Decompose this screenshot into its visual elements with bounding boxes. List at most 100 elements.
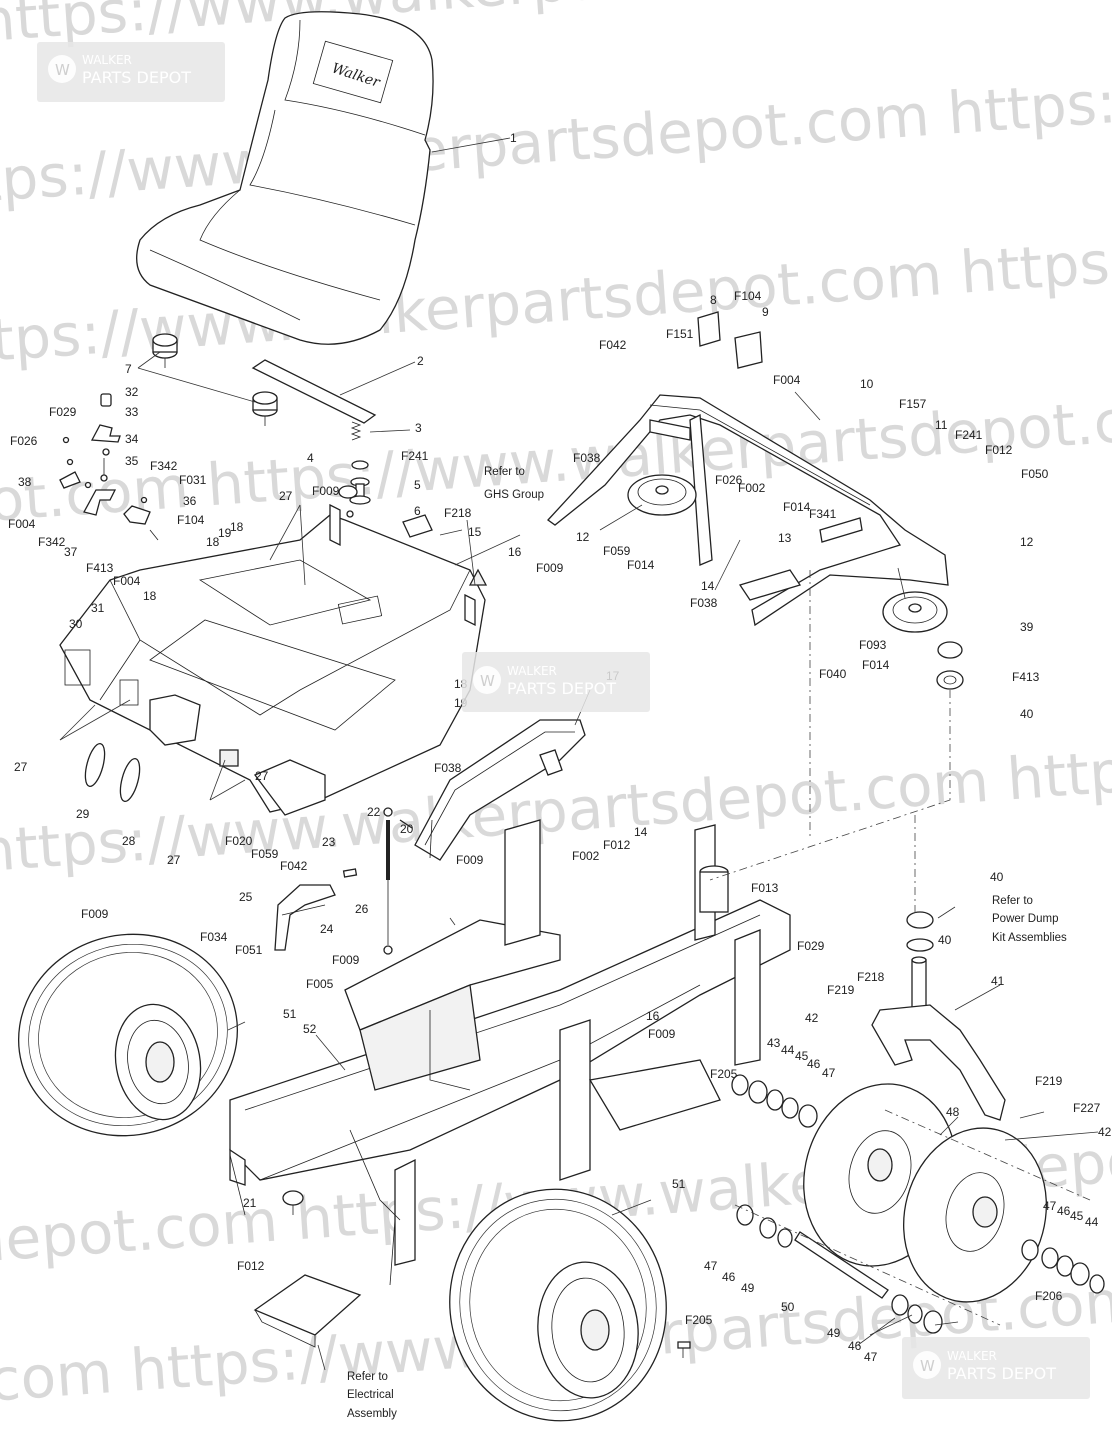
callout-10: 10 [860,377,874,391]
callout-31: 31 [91,601,105,615]
callout-22: 22 [367,805,381,819]
drive-tire-right [449,1188,667,1422]
callout-51: 51 [283,1007,297,1021]
callout-18: 18 [230,520,244,534]
callout-F218: F218 [857,970,885,984]
caster-frame [547,311,949,627]
callout-F042: F042 [599,338,627,352]
callout-15: 15 [468,525,482,539]
callout-27: 27 [14,760,28,774]
callout-F342: F413 [86,561,114,575]
note-power-dump-line2: Power Dump [992,913,1058,925]
note-electrical-line3: Assembly [347,1408,397,1420]
callout-18: 18 [143,589,157,603]
callout-49: 49 [741,1281,755,1295]
callout-F093: F104 [177,513,205,527]
callout-F205: F205 [710,1067,738,1081]
body-panel [59,503,488,816]
callout-F205: F206 [1035,1289,1063,1303]
callout-35: 35 [125,454,139,468]
seat: Walker [136,11,434,345]
callout-30: 30 [69,617,83,631]
idler-pulley-upper [627,474,697,516]
idler-pulley-lower [882,591,948,633]
callout-F104: F151 [666,327,694,341]
callout-F104: F104 [734,289,762,303]
callout-F227: F241 [401,449,429,463]
callout-47: 47 [822,1066,836,1080]
callout-34: 34 [125,432,139,446]
callout-46: 46 [722,1270,736,1284]
callout-18: 18 [206,535,220,549]
callout-47: 47 [1043,1199,1057,1213]
callout-F002: F002 [738,481,766,495]
misc-lower-parts [253,1190,691,1358]
callout-21: 21 [243,1196,257,1210]
callout-F009: F009 [332,953,360,967]
callout-40: 40 [990,870,1004,884]
assembly-lines [709,570,1091,1326]
callout-F031: F034 [200,930,228,944]
callout-44: 44 [781,1043,795,1057]
callout-F059: F093 [859,638,887,652]
brand-badge-top-left: W WALKER PARTS DEPOT [37,42,225,102]
callout-F029: F029 [49,405,77,419]
callout-F004: F004 [773,373,801,387]
callout-labels-extra: 27 40 F012 [237,769,952,1273]
callout-46: 46 [1057,1204,1071,1218]
callout-F042: F050 [1021,467,1049,481]
callout-12: 12 [1020,535,1034,549]
callout-F034: F038 [434,761,462,775]
callout-F218: F219 [1035,1074,1063,1088]
callout-7: 7 [125,362,132,376]
callout-12: 12 [576,530,590,544]
gas-spring [274,807,413,955]
bearing-set [906,641,964,952]
callout-2: 2 [417,354,424,368]
svg-text:W: W [55,61,70,79]
callout-29: 29 [76,807,90,821]
callout-F013: F014 [783,500,811,514]
callout-labels: 1 2 3 4 5 6 7 8 9 10 11 12 12 13 14 14 1… [8,131,1112,1364]
callout-43: 43 [767,1036,781,1050]
callout-F029: F031 [179,473,207,487]
seat-strap [152,333,377,426]
callout-40: 40 [1020,707,1034,721]
callout-F026: F029 [797,939,825,953]
badge-top-text: WALKER [82,53,132,67]
callout-16: 16 [508,545,522,559]
callout-F341: F342 [150,459,178,473]
callout-F002: F002 [572,849,600,863]
callout-F009: F009 [648,1027,676,1041]
svg-text:W: W [480,672,495,690]
callout-44: 44 [1085,1215,1099,1229]
callout-F004: F004 [113,574,141,588]
svg-text:W: W [920,1357,935,1375]
callout-27: 27 [279,489,293,503]
main-frame [229,819,791,1286]
callout-F009: F009 [81,907,109,921]
callout-45: 45 [1070,1209,1084,1223]
callout-20: 20 [400,822,414,836]
callout-F005: F005 [306,977,334,991]
callout-26: 26 [355,902,369,916]
brand-badge-center: W WALKER PARTS DEPOT [462,652,650,712]
callout-F219: F227 [1073,1101,1101,1115]
note-electrical-line1: Refer to [347,1371,388,1383]
callout-F051: F059 [251,847,279,861]
callout-F050: F051 [235,943,263,957]
callout-F009: F012 [237,1259,265,1273]
callout-50: 50 [781,1300,795,1314]
callout-23: 23 [322,835,336,849]
callout-19: 19 [218,526,232,540]
callout-F012: F013 [751,881,779,895]
badge-top-text: WALKER [507,664,557,678]
callout-13: 13 [778,531,792,545]
seat-switch-parts [338,421,433,538]
note-ghs-line2: GHS Group [484,489,544,501]
callout-9: 9 [762,305,769,319]
control-linkage-parts [59,393,159,541]
callout-52: 52 [303,1022,317,1036]
callout-25: 25 [239,890,253,904]
